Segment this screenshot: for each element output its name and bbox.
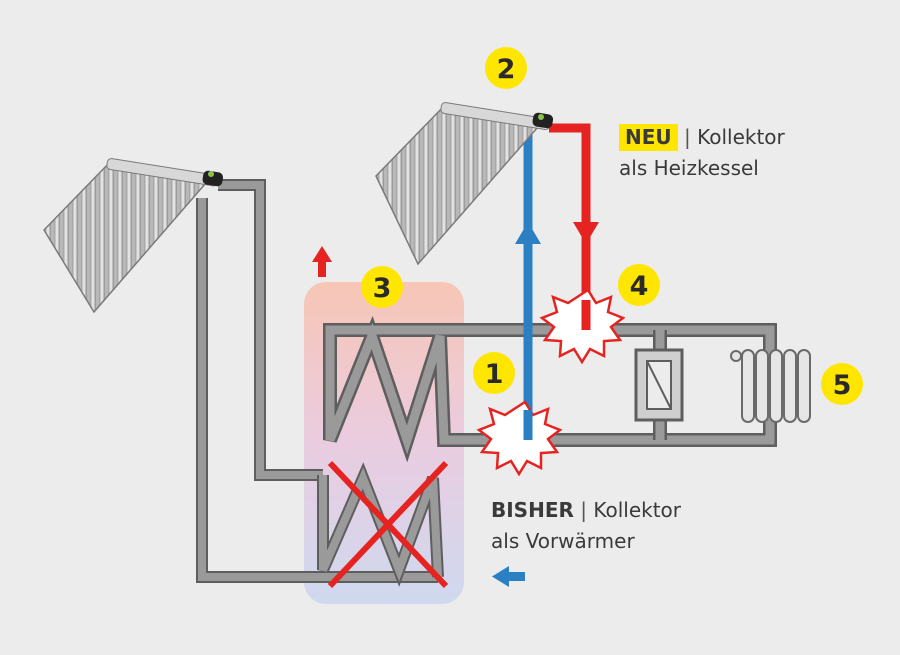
arrow-down-icon <box>573 222 599 244</box>
return-pipe-blue <box>515 128 541 432</box>
old-label-line1: Kollektor <box>593 498 682 522</box>
vacuum-tube-collector-icon <box>375 102 554 266</box>
marker-number: 1 <box>485 359 504 390</box>
heat-burst-icon <box>476 400 563 477</box>
old-tag: BISHER <box>491 498 574 522</box>
vacuum-tube-collector-icon <box>43 158 224 314</box>
arrow-left-icon <box>492 566 525 587</box>
marker-3: 3 <box>361 266 403 308</box>
old-collector-label: BISHER | Kollektor als Vorwärmer <box>491 495 681 557</box>
old-collector-pipe <box>196 179 438 583</box>
new-label-line1: Kollektor <box>697 125 785 149</box>
marker-5: 5 <box>821 363 863 405</box>
marker-number: 5 <box>833 370 852 401</box>
arrow-up-icon <box>515 222 541 244</box>
marker-1: 1 <box>473 352 515 394</box>
marker-number: 4 <box>630 271 649 302</box>
supply-pipe-red <box>549 123 599 322</box>
marker-number: 2 <box>497 54 516 85</box>
old-heat-exchanger-coil <box>317 462 444 587</box>
new-tag: NEU <box>619 124 678 151</box>
heating-circuit-pipe <box>323 315 777 463</box>
arrow-up-icon <box>312 246 332 277</box>
heat-exchanger-box-icon <box>634 348 684 422</box>
marker-2: 2 <box>485 47 527 89</box>
new-collector-label: NEU | Kollektor als Heizkessel <box>619 122 785 184</box>
marker-4: 4 <box>618 264 660 306</box>
radiator-icon <box>730 349 811 423</box>
old-label-line2: als Vorwärmer <box>491 529 635 553</box>
new-label-line2: als Heizkessel <box>619 156 759 180</box>
disabled-cross-icon <box>327 460 449 589</box>
marker-number: 3 <box>373 273 392 304</box>
